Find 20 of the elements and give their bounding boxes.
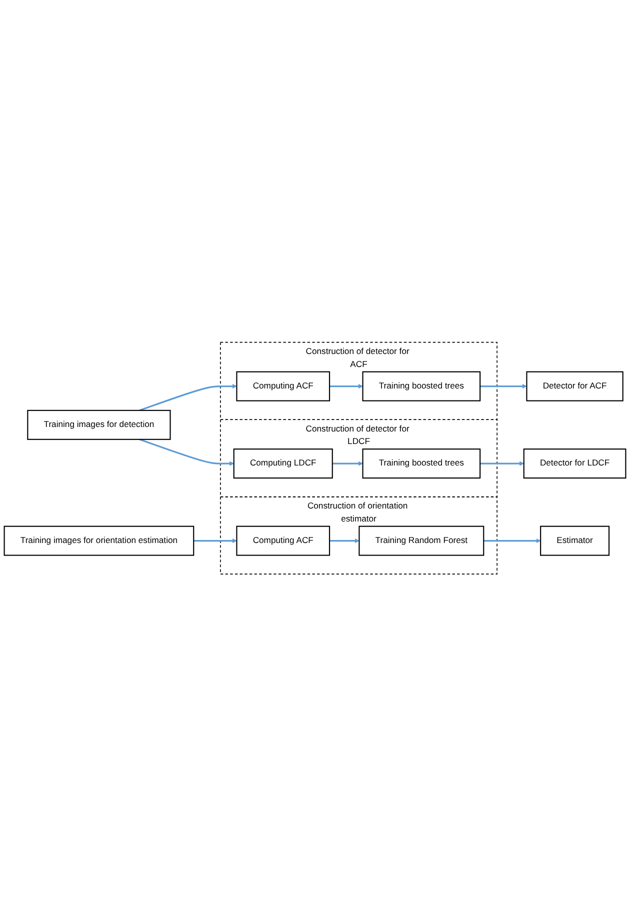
- arrow: [330, 538, 360, 544]
- node-box: Training Random Forest: [358, 526, 484, 556]
- node-box: Estimator: [540, 526, 610, 556]
- node-box: Training images for orientation estimation: [4, 526, 194, 556]
- arrow: [480, 384, 527, 389]
- node-box: Training boosted trees: [362, 448, 481, 479]
- arrow: [139, 384, 237, 412]
- arrow: [139, 438, 234, 466]
- node-box: Computing ACF: [236, 372, 330, 402]
- arrow: [330, 384, 363, 389]
- node-box: Detector for ACF: [526, 372, 624, 402]
- node-box: Computing LDCF: [233, 448, 333, 479]
- arrow: [480, 462, 524, 466]
- node-box: Detector for LDCF: [523, 448, 626, 479]
- arrow: [194, 538, 237, 544]
- node-box: Computing ACF: [236, 526, 330, 556]
- arrow: [484, 538, 541, 544]
- node-box: Training images for detection: [27, 410, 171, 440]
- node-box: Training boosted trees: [362, 372, 481, 402]
- arrow: [332, 462, 363, 466]
